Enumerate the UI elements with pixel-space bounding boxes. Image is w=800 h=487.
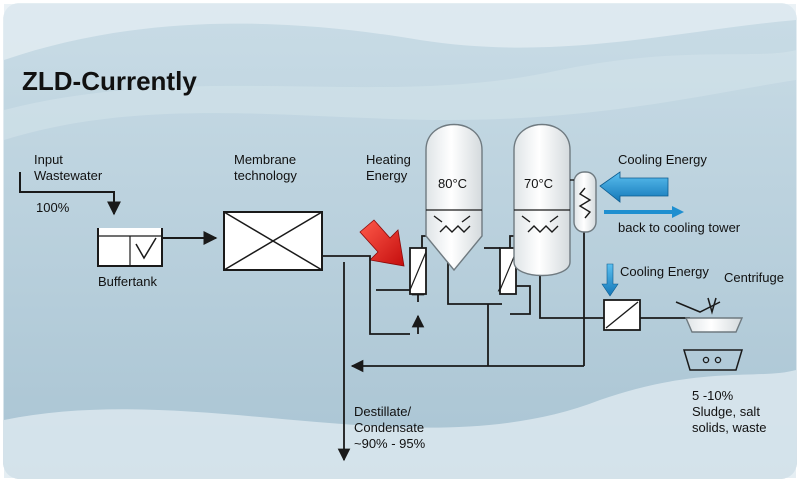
heat-exchanger-1 [409, 247, 427, 295]
cooling-energy-bottom-arrow [601, 263, 619, 297]
evaporator-2-temp: 70°C [524, 176, 553, 191]
distillate-label-line2: Condensate [354, 420, 424, 435]
membrane-label-line2: technology [234, 168, 297, 183]
membrane-label-line1: Membrane [234, 152, 296, 167]
heat-exchanger-2 [499, 247, 517, 295]
membrane-unit [223, 211, 323, 271]
distillate-label-line1: Destillate/ [354, 404, 411, 419]
input-label-line1: Input [34, 152, 63, 167]
input-percent: 100% [36, 200, 70, 215]
input-label-line2: Wastewater [34, 168, 103, 183]
cooling-energy-top-arrow [599, 171, 669, 203]
heating-label-line1: Heating [366, 152, 411, 167]
back-to-tower-label: back to cooling tower [618, 220, 741, 235]
cooling-energy-top-label: Cooling Energy [618, 152, 707, 167]
centrifuge-label: Centrifuge [724, 270, 784, 285]
evaporator-2 [513, 123, 571, 277]
heating-energy-arrow [359, 219, 405, 267]
background-wave-mid [4, 50, 796, 140]
cooling-energy-bottom-label: Cooling Energy [620, 264, 709, 279]
evaporator-1-temp: 80°C [438, 176, 467, 191]
cooler-separator [603, 299, 641, 331]
heating-label-line2: Energy [366, 168, 408, 183]
sludge-label-line1: 5 -10% [692, 388, 734, 403]
sludge-label-line2: Sludge, salt [692, 404, 760, 419]
buffertank [97, 228, 163, 267]
sludge-container [682, 349, 744, 371]
page-title: ZLD-Currently [22, 66, 197, 96]
back-to-tower-arrow [604, 206, 684, 218]
input-flow-line [19, 172, 121, 216]
condenser [573, 171, 597, 233]
background-wave-bottom [4, 370, 796, 478]
background-wave-top [4, 4, 796, 60]
buffertank-label: Buffertank [98, 274, 158, 289]
centrifuge [675, 297, 744, 333]
evaporator-1 [425, 123, 483, 272]
distillate-label-line3: ~90% - 95% [354, 436, 426, 451]
sludge-label-line3: solids, waste [692, 420, 766, 435]
